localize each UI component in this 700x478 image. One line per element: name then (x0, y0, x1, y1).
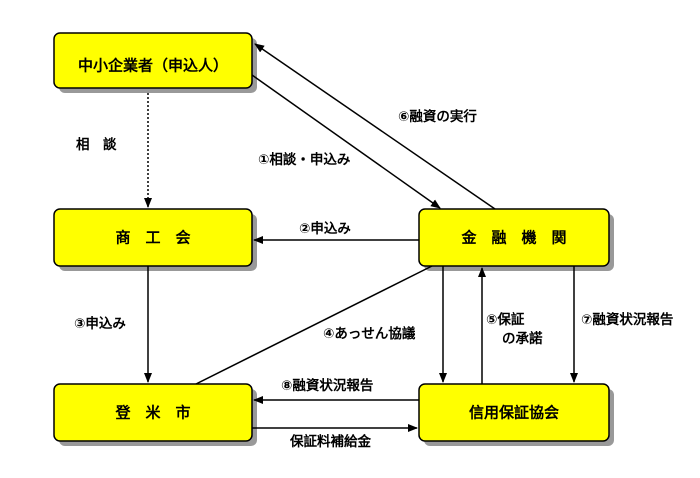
line-city-bank-mediation (195, 265, 433, 385)
node-city-label: 登 米 市 (114, 404, 190, 422)
label-approval-1: ⑤保証 (486, 311, 525, 328)
node-chamber: 商 工 会 (53, 208, 257, 271)
arrow-bank-to-sme (254, 43, 496, 210)
node-guarantee-label: 信用保証協会 (469, 404, 559, 422)
label-apply2: ②申込み (299, 220, 351, 237)
node-city: 登 米 市 (53, 383, 257, 446)
label-mediation: ④あっせん協議 (323, 325, 416, 342)
label-loan: ⑥融資の実行 (398, 108, 477, 125)
label-consult-apply: ①相談・申込み (258, 151, 351, 168)
node-guarantee: 信用保証協会 (418, 383, 614, 446)
node-chamber-label: 商 工 会 (115, 229, 190, 247)
node-bank: 金 融 機 関 (418, 208, 614, 271)
label-approval-2: の承諾 (502, 330, 543, 347)
label-subsidy: 保証料補給金 (289, 433, 371, 450)
node-bank-label: 金 融 機 関 (460, 229, 566, 247)
node-sme-label: 中小企業者（申込人） (78, 57, 228, 75)
arrow-sme-to-bank (251, 74, 441, 209)
label-apply3: ③申込み (74, 315, 126, 332)
label-report7: ⑦融資状況報告 (581, 311, 673, 328)
node-sme: 中小企業者（申込人） (53, 32, 257, 93)
label-report8: ⑧融資状況報告 (281, 377, 373, 394)
label-consult: 相 談 (76, 136, 117, 153)
